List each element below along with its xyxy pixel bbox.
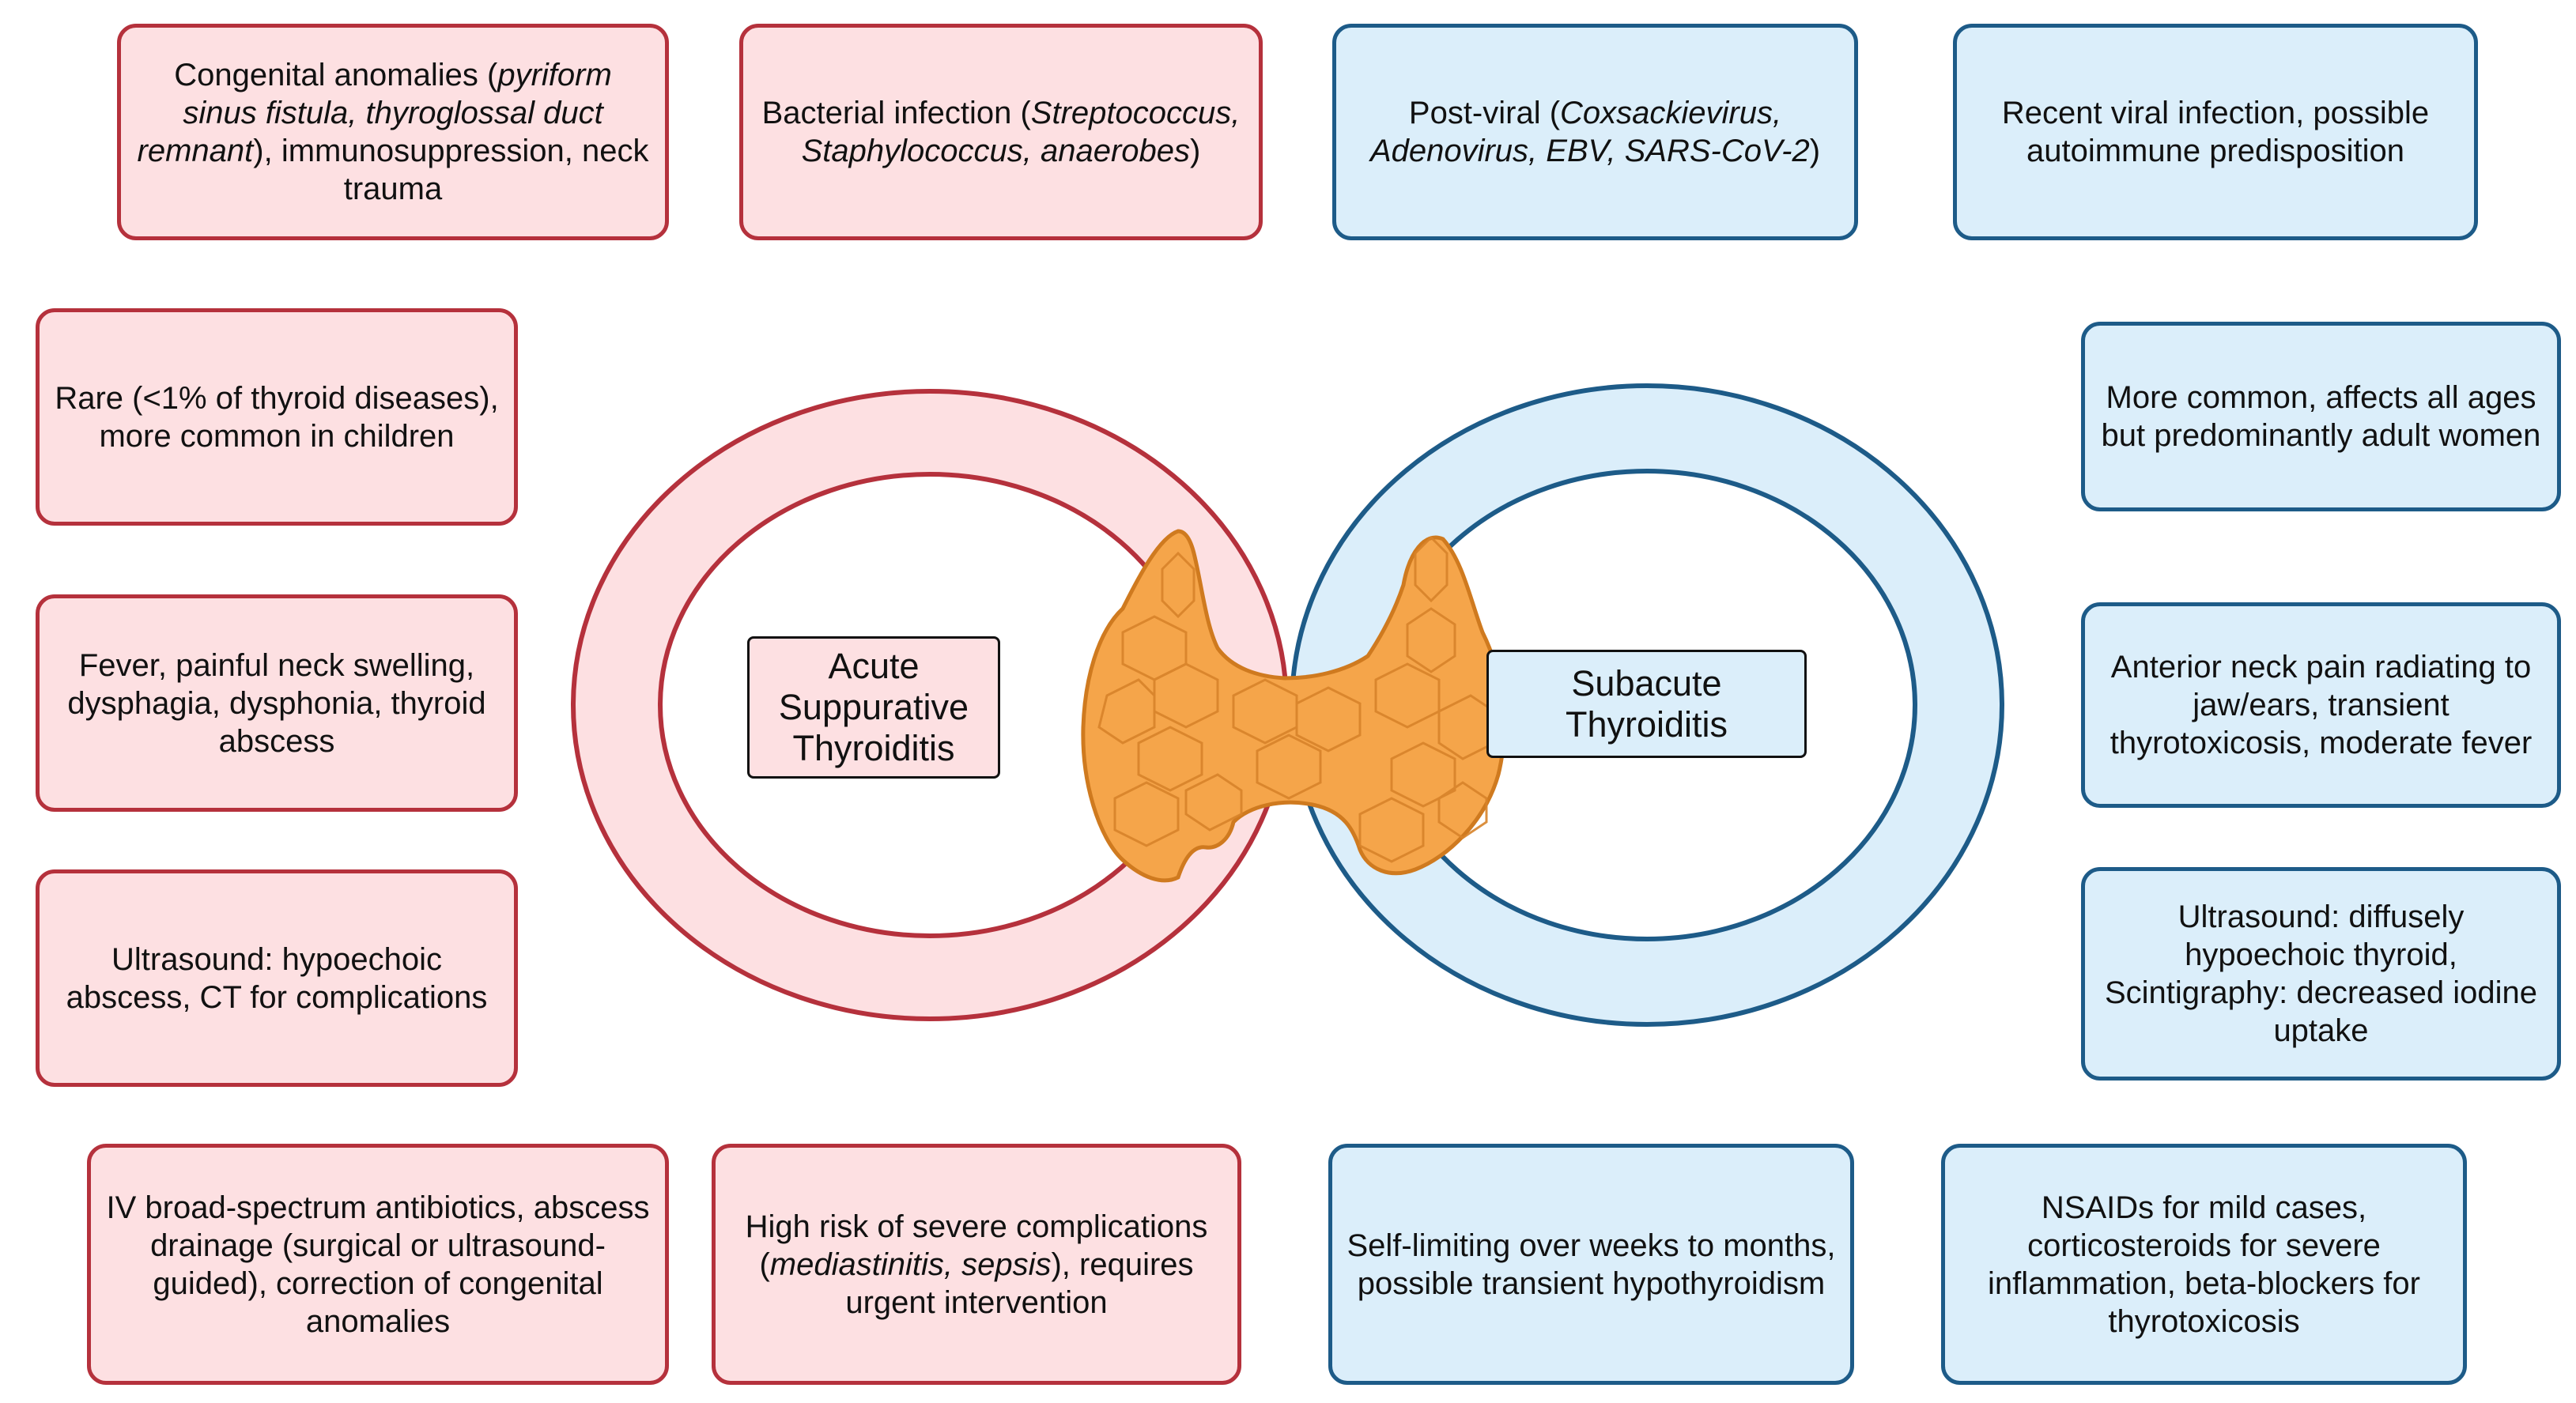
thyroid-gland-icon <box>1081 529 1506 883</box>
subacute-symptoms-box: Anterior neck pain radiating to jaw/ears… <box>2081 602 2561 808</box>
acute-treatment-box: IV broad-spectrum antibiotics, abscess d… <box>87 1144 669 1385</box>
acute-epidemiology-box: Rare (<1% of thyroid diseases), more com… <box>36 308 518 526</box>
acute-symptoms-box: Fever, painful neck swelling, dysphagia,… <box>36 594 518 812</box>
acute-suppurative-thyroiditis-label: Acute Suppurative Thyroiditis <box>747 636 1000 779</box>
subacute-predisposition-box: Recent viral infection, possible autoimm… <box>1953 24 2478 240</box>
acute-prognosis-box: High risk of severe complications (media… <box>712 1144 1241 1385</box>
subacute-treatment-box: NSAIDs for mild cases, corticosteroids f… <box>1941 1144 2467 1385</box>
subacute-imaging-box: Ultrasound: diffusely hypoechoic thyroid… <box>2081 867 2561 1081</box>
acute-imaging-box: Ultrasound: hypoechoic abscess, CT for c… <box>36 869 518 1087</box>
subacute-epidemiology-box: More common, affects all ages but predom… <box>2081 322 2561 511</box>
subacute-prognosis-box: Self-limiting over weeks to months, poss… <box>1328 1144 1854 1385</box>
acute-pathogens-box: Bacterial infection (Streptococcus, Stap… <box>739 24 1263 240</box>
subacute-etiology-box: Post-viral (Coxsackievirus, Adenovirus, … <box>1332 24 1858 240</box>
subacute-thyroiditis-label: Subacute Thyroiditis <box>1486 650 1807 758</box>
acute-etiology-box: Congenital anomalies (pyriform sinus fis… <box>117 24 669 240</box>
